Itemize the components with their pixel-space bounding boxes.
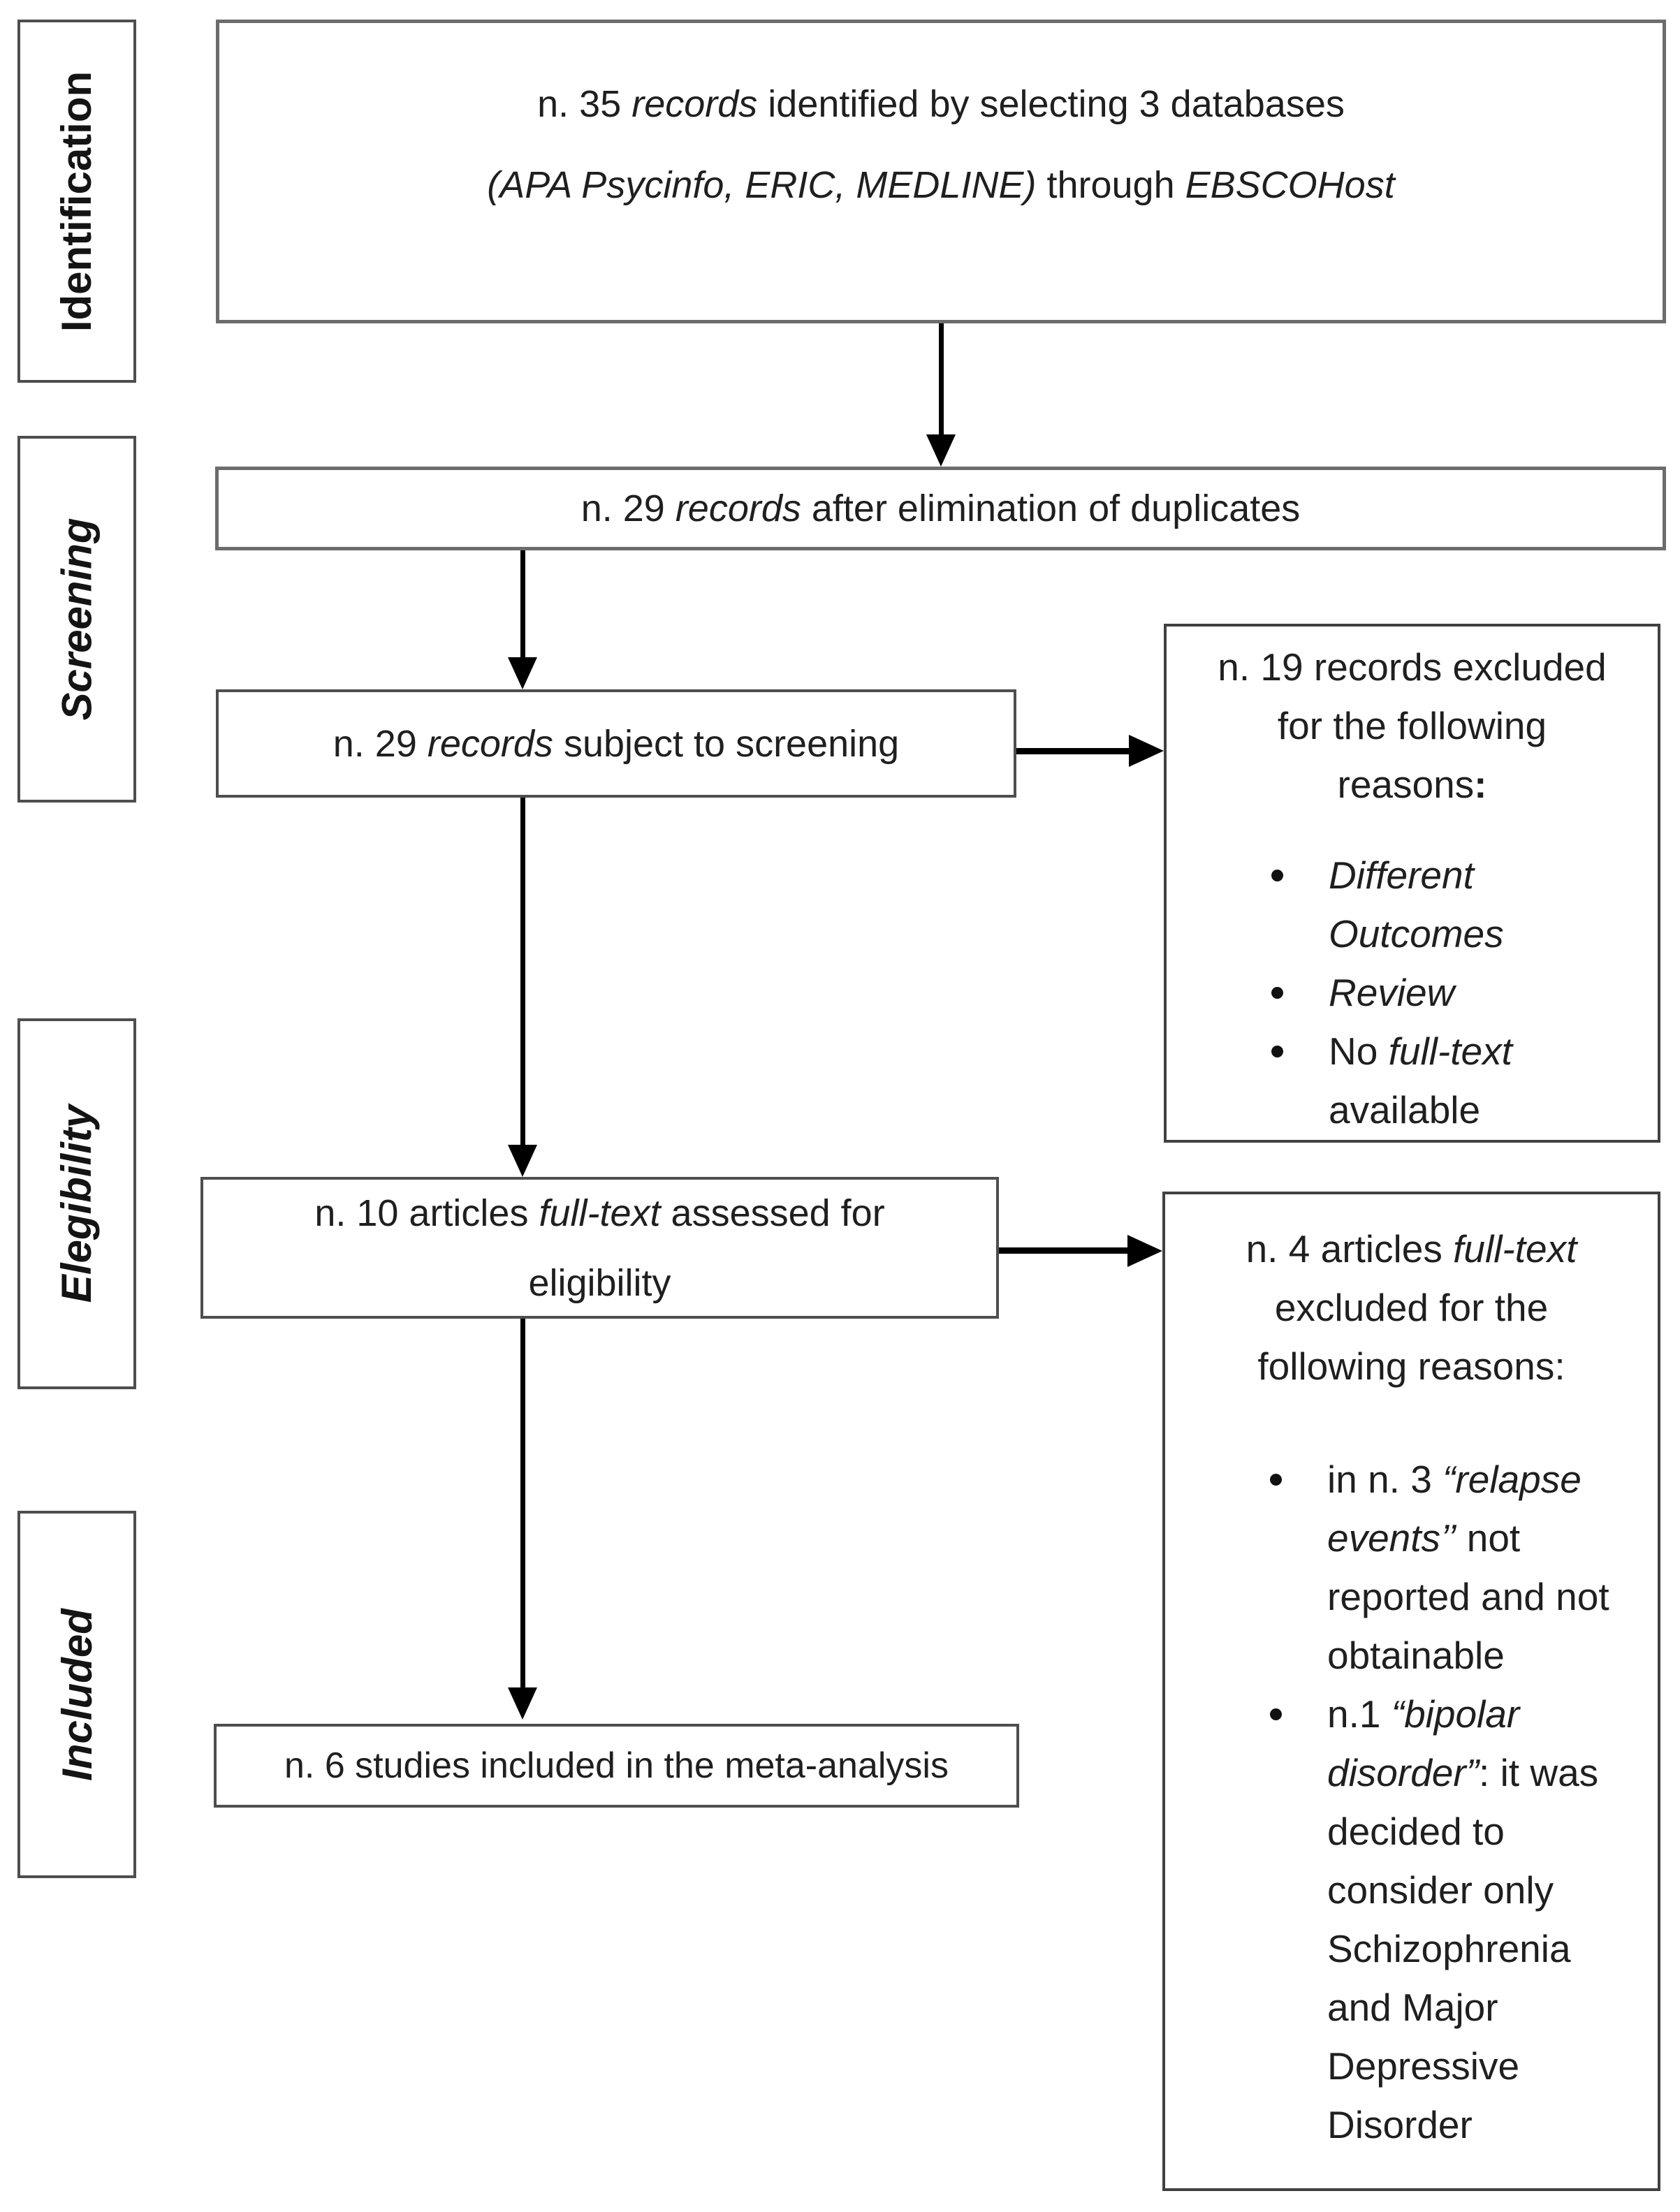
- arrow-down-icon: [939, 323, 944, 439]
- stage-box-identification: Identification: [17, 20, 136, 383]
- arrow-down-head-icon: [926, 434, 956, 467]
- studies-included-text: n. 6 studies included in the meta-analys…: [284, 1745, 949, 1786]
- list-item: Review: [1271, 963, 1638, 1022]
- box-excluded-eligibility: n. 4 articles full-text excluded for the…: [1162, 1192, 1660, 2191]
- records-identified-line1: n. 35 records identified by selecting 3 …: [537, 83, 1345, 125]
- box-records-identified: n. 35 records identified by selecting 3 …: [216, 20, 1666, 323]
- stage-label-identification: Identification: [53, 71, 101, 332]
- stage-label-eligibility: Elegibility: [53, 1104, 101, 1303]
- after-duplicates-text: n. 29 records after elimination of dupli…: [580, 488, 1301, 529]
- stage-label-screening: Screening: [53, 518, 101, 721]
- arrow-down-icon: [520, 798, 525, 1145]
- box-subject-screening: n. 29 records subject to screening: [216, 689, 1016, 798]
- excluded-eligibility-heading: n. 4 articles full-text excluded for the…: [1246, 1227, 1577, 1388]
- stage-box-eligibility: Elegibility: [17, 1018, 136, 1389]
- box-fulltext-assessed: n. 10 articles full-text assessed for el…: [200, 1177, 999, 1319]
- stage-box-screening: Screening: [17, 436, 136, 803]
- arrow-down-head-icon: [508, 1687, 537, 1720]
- list-item: in n. 3 “relapse events’’ not reported a…: [1270, 1450, 1638, 1685]
- fulltext-assessed-line1: n. 10 articles full-text assessed for: [314, 1192, 885, 1234]
- list-item: Different Outcomes: [1271, 846, 1638, 963]
- arrow-right-head-icon: [1127, 1235, 1162, 1267]
- records-identified-line2: (APA Psycinfo, ERIC, MEDLINE) through EB…: [487, 164, 1395, 206]
- list-item: n.1 “bipolar disorder”: it was decided t…: [1270, 1685, 1638, 2154]
- box-excluded-screening: n. 19 records excluded for the following…: [1164, 624, 1660, 1143]
- arrow-down-head-icon: [508, 657, 537, 689]
- stage-box-included: Included: [17, 1511, 136, 1878]
- excluded-eligibility-list: in n. 3 “relapse events’’ not reported a…: [1165, 1450, 1658, 2154]
- arrow-down-icon: [520, 1319, 525, 1688]
- excluded-screening-list: Different Outcomes Review No full-text a…: [1167, 846, 1658, 1139]
- arrow-down-icon: [520, 550, 525, 659]
- fulltext-assessed-line2: eligibility: [528, 1261, 671, 1304]
- excluded-screening-heading: n. 19 records excluded for the following…: [1218, 645, 1607, 806]
- arrow-right-icon: [999, 1247, 1127, 1254]
- arrow-down-head-icon: [508, 1145, 537, 1177]
- subject-screening-text: n. 29 records subject to screening: [333, 722, 900, 765]
- box-after-duplicates: n. 29 records after elimination of dupli…: [215, 467, 1666, 550]
- box-studies-included: n. 6 studies included in the meta-analys…: [214, 1724, 1019, 1808]
- arrow-right-icon: [1016, 748, 1130, 754]
- stage-label-included: Included: [53, 1608, 101, 1781]
- list-item: No full-text available: [1271, 1022, 1638, 1139]
- arrow-right-head-icon: [1129, 735, 1164, 767]
